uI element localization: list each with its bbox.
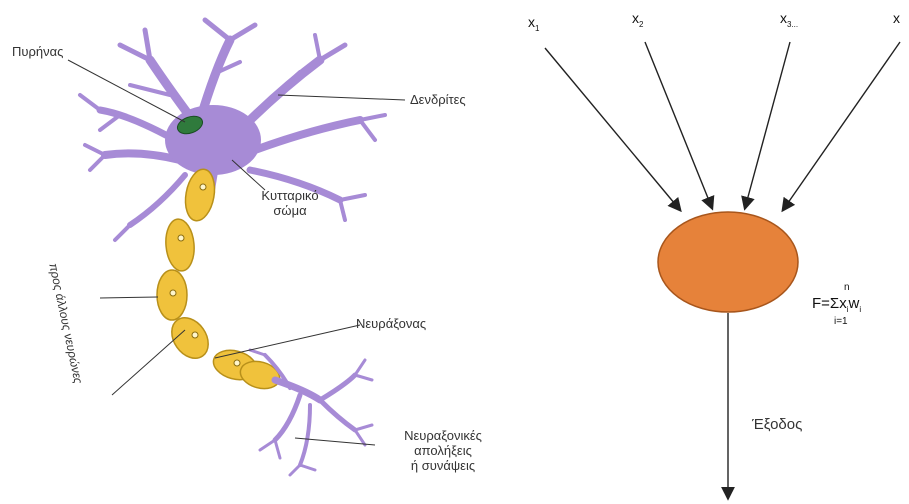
axon-terminals-label: Νευραξονικές απολήξεις ή συνάψεις — [378, 428, 508, 473]
input-arrows — [545, 42, 900, 210]
input-x2-sub: 2 — [639, 20, 643, 29]
axon-terminals-label-line3: ή συνάψεις — [378, 458, 508, 473]
cell-body — [165, 105, 261, 175]
formula-upper-limit: n — [844, 282, 850, 293]
summation-node — [658, 212, 798, 312]
input-xn-base: x — [893, 10, 900, 26]
axon-terminals-label-line2: απολήξεις — [378, 443, 508, 458]
nucleus-label: Πυρήνας — [12, 44, 63, 59]
axon-terminals-label-line1: Νευραξονικές — [378, 428, 508, 443]
input-x3-sub: 3... — [787, 20, 798, 29]
summation-formula: n F=Σxiwi i=1 — [812, 282, 908, 342]
input-x3: x3... — [780, 10, 798, 29]
input-x1-base: x — [528, 14, 535, 30]
neuron-illustration — [68, 20, 405, 475]
perceptron-model — [545, 42, 900, 498]
input-x1: x1 — [528, 14, 539, 33]
input-x2: x2 — [632, 10, 643, 29]
cell-body-label-line1: Κυτταρικό — [245, 188, 335, 203]
formula-w: w — [848, 295, 859, 312]
formula-expression: F=Σxiwi — [812, 295, 861, 314]
formula-main: F=Σx — [812, 295, 847, 312]
cell-body-label-line2: σώμα — [245, 203, 335, 218]
input-x3-base: x — [780, 10, 787, 26]
output-label: Έξοδος — [752, 416, 802, 433]
formula-lower-limit: i=1 — [834, 316, 848, 327]
cell-body-label: Κυτταρικό σώμα — [245, 188, 335, 218]
input-xn: x — [893, 10, 900, 29]
formula-sub-i2: i — [859, 305, 861, 314]
input-x2-base: x — [632, 10, 639, 26]
input-x1-sub: 1 — [535, 24, 539, 33]
dendrites-label: Δενδρίτες — [410, 92, 466, 107]
axon-label: Νευράξονας — [356, 316, 426, 331]
